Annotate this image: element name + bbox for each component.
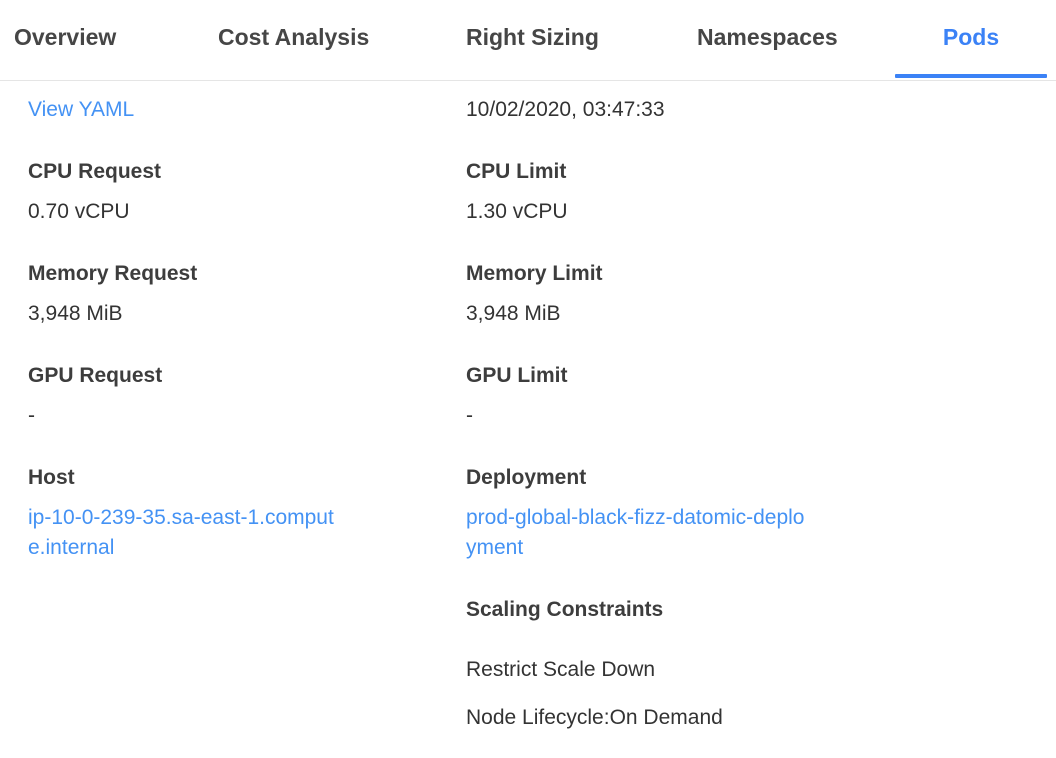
gpu-request-field: GPU Request - xyxy=(28,361,466,431)
scaling-constraints-section: Scaling Constraints Restrict Scale Down … xyxy=(466,595,986,733)
tab-pods-label: Pods xyxy=(942,23,1000,50)
cpu-request-label: CPU Request xyxy=(28,160,162,183)
deployment-label: Deployment xyxy=(466,466,587,489)
memory-request-field: Memory Request 3,948 MiB xyxy=(28,259,466,329)
tab-overview[interactable]: Overview xyxy=(14,23,117,50)
cpu-request-value: 0.70 vCPU xyxy=(28,200,130,223)
host-link[interactable]: ip-10-0-239-35.sa-east-1.compute.interna… xyxy=(28,506,334,559)
gpu-request-label: GPU Request xyxy=(28,364,163,387)
pod-details-panel: View YAML CPU Request 0.70 vCPU Memory R… xyxy=(0,81,1056,733)
gpu-limit-label: GPU Limit xyxy=(466,364,568,387)
active-tab-indicator xyxy=(895,74,1047,78)
scaling-constraints-label: Scaling Constraints xyxy=(466,598,664,621)
tab-right-sizing[interactable]: Right Sizing xyxy=(466,23,599,50)
deployment-link[interactable]: prod-global-black-fizz-datomic-deploymen… xyxy=(466,506,805,559)
host-label: Host xyxy=(28,466,75,489)
gpu-limit-field: GPU Limit - xyxy=(466,361,986,431)
tab-cost-analysis[interactable]: Cost Analysis xyxy=(218,23,370,50)
last-updated-timestamp: 10/02/2020, 03:47:33 xyxy=(466,98,665,121)
memory-limit-label: Memory Limit xyxy=(466,262,603,285)
cpu-request-field: CPU Request 0.70 vCPU xyxy=(28,157,466,227)
tab-pods[interactable]: Pods xyxy=(895,0,1047,80)
view-yaml-link[interactable]: View YAML xyxy=(28,98,135,121)
tab-namespaces[interactable]: Namespaces xyxy=(697,23,838,50)
deployment-field: Deployment prod-global-black-fizz-datomi… xyxy=(466,463,986,563)
tab-bar: Overview Cost Analysis Right Sizing Name… xyxy=(0,0,1056,81)
memory-request-value: 3,948 MiB xyxy=(28,302,123,325)
cpu-limit-label: CPU Limit xyxy=(466,160,567,183)
scaling-constraint-restrict-scale-down: Restrict Scale Down xyxy=(466,658,656,681)
gpu-limit-value: - xyxy=(466,404,473,427)
scaling-constraint-node-lifecycle: Node Lifecycle:On Demand xyxy=(466,706,723,729)
host-field: Host ip-10-0-239-35.sa-east-1.compute.in… xyxy=(28,463,466,563)
gpu-request-value: - xyxy=(28,404,35,427)
details-left-column: View YAML CPU Request 0.70 vCPU Memory R… xyxy=(28,81,466,733)
details-right-column: 10/02/2020, 03:47:33 CPU Limit 1.30 vCPU… xyxy=(466,81,986,733)
cpu-limit-field: CPU Limit 1.30 vCPU xyxy=(466,157,986,227)
memory-request-label: Memory Request xyxy=(28,262,198,285)
cpu-limit-value: 1.30 vCPU xyxy=(466,200,568,223)
memory-limit-field: Memory Limit 3,948 MiB xyxy=(466,259,986,329)
memory-limit-value: 3,948 MiB xyxy=(466,302,561,325)
